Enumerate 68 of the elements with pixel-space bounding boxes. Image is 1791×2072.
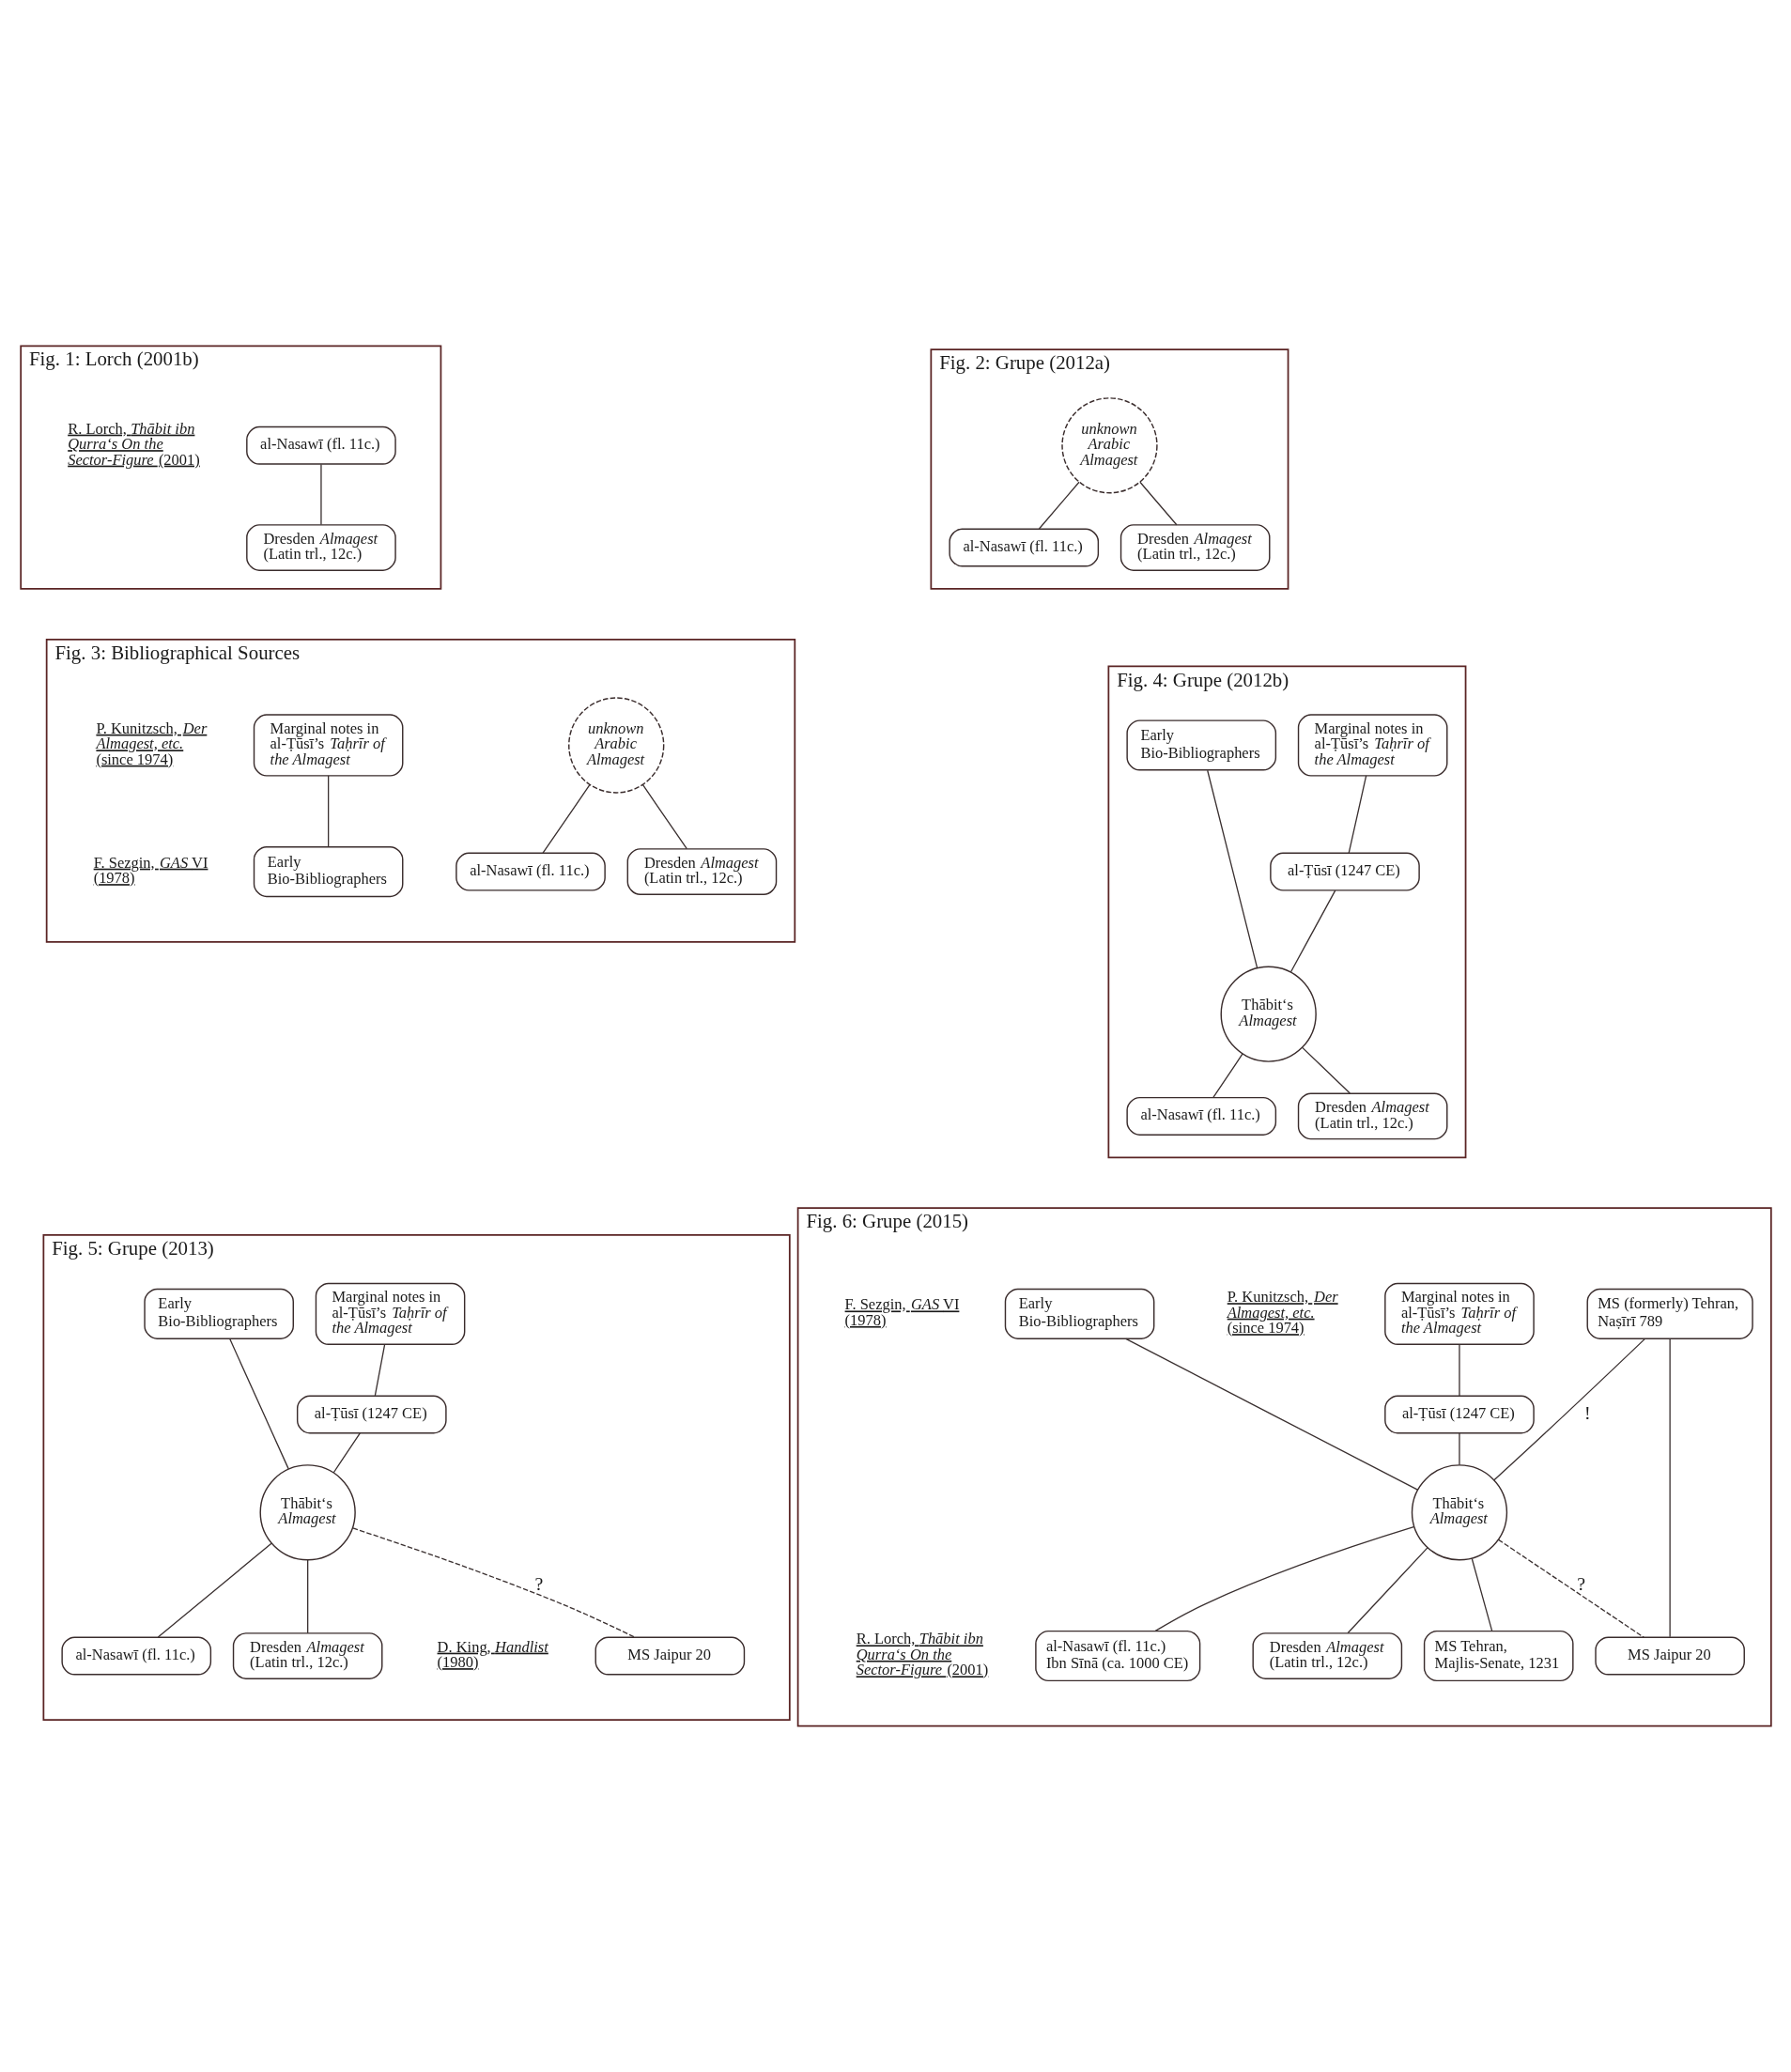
connector <box>1038 481 1080 530</box>
node-label: F. Sezgin, GAS VI (1978) <box>844 1295 959 1329</box>
node-box: MS Jaipur 20 <box>594 1636 745 1676</box>
node-label: D. King, Handlist (1980) <box>437 1637 548 1672</box>
connector <box>1458 1432 1460 1466</box>
node-box: al-Ṭūsī (1247 CE) <box>1269 852 1420 891</box>
connector <box>1206 769 1258 968</box>
node-box: Early Bio-Bibliographers <box>143 1288 294 1339</box>
node-box: al-Nasawī (fl. 11c.) <box>245 425 396 465</box>
node-box: al-Ṭūsī (1247 CE) <box>1383 1395 1535 1434</box>
connector <box>641 784 687 850</box>
node-box: al-Ṭūsī (1247 CE) <box>296 1395 447 1434</box>
connector <box>374 1343 385 1397</box>
connector <box>157 1542 272 1638</box>
connector <box>1458 1343 1460 1397</box>
node-box: Marginal notes in al-Ṭūsī’s Taḥrīr of the Almagest <box>315 1282 465 1345</box>
node-box: Early Bio-Bibliographers <box>1004 1288 1154 1339</box>
connector <box>1471 1557 1492 1632</box>
connector <box>327 775 329 848</box>
connector <box>351 1527 635 1638</box>
node-box: Dresden Almagest (Latin trl., 12c.) <box>1252 1632 1402 1679</box>
connector <box>1124 1338 1418 1491</box>
node-box: al-Nasawī (fl. 11c.) <box>455 852 606 891</box>
node-box: Dresden Almagest (Latin trl., 12c.) <box>1119 524 1270 571</box>
node-label: F. Sezgin, GAS VI (1978) <box>93 853 208 888</box>
connector <box>1668 1338 1671 1638</box>
connector <box>228 1338 289 1470</box>
connector <box>1301 1046 1351 1094</box>
node-circle: Thābit‘s Almagest <box>1411 1464 1507 1561</box>
node-box: Marginal notes in al-Ṭūsī’s Taḥrīr of the Almagest <box>253 714 403 777</box>
node-box: Early Bio-Bibliographers <box>253 846 403 898</box>
connector <box>541 784 590 854</box>
node-box: MS Jaipur 20 <box>1594 1636 1745 1676</box>
node-circle: unknown Arabic Almagest <box>567 697 664 794</box>
connector <box>306 1559 308 1634</box>
node-box: Dresden Almagest (Latin trl., 12c.) <box>1297 1092 1447 1140</box>
edge-label: ? <box>533 1573 543 1595</box>
node-box: MS Tehran, Majlis-Senate, 1231 <box>1423 1630 1574 1682</box>
connector <box>332 1432 361 1474</box>
connector <box>1348 775 1366 854</box>
edge-label: ! <box>1583 1401 1591 1423</box>
connector <box>319 463 322 526</box>
node-circle: Thābit‘s Almagest <box>259 1464 356 1561</box>
connector <box>1289 889 1336 973</box>
connector <box>1492 1338 1645 1481</box>
connector <box>1212 1053 1243 1099</box>
node-label: R. Lorch, Thābit ibn Qurra‘s On the Sector-Figure (2001) <box>67 419 200 469</box>
node-label: R. Lorch, Thābit ibn Qurra‘s On the Sector-Figure (2001) <box>856 1630 988 1679</box>
node-box: Dresden Almagest (Latin trl., 12c.) <box>232 1632 382 1679</box>
node-box: Marginal notes in al-Ṭūsī’s Taḥrīr of the Almagest <box>1383 1282 1535 1345</box>
node-box: al-Nasawī (fl. 11c.) <box>60 1636 211 1676</box>
connector <box>1497 1539 1644 1638</box>
node-box: al-Nasawī (fl. 11c.) <box>948 528 1099 567</box>
node-label: P. Kunitzsch, Der Almagest, etc. (since 1974) <box>95 719 207 768</box>
node-box: Marginal notes in al-Ṭūsī’s Taḥrīr of the Almagest <box>1297 714 1447 777</box>
connector <box>1138 481 1177 526</box>
node-box: al-Nasawī (fl. 11c.) Ibn Sīnā (ca. 1000 CE) <box>1034 1630 1200 1682</box>
node-box: al-Nasawī (fl. 11c.) <box>1125 1096 1276 1136</box>
node-box: Dresden Almagest (Latin trl., 12c.) <box>626 848 777 895</box>
node-circle: unknown Arabic Almagest <box>1060 397 1158 494</box>
node-box: MS (formerly) Tehran, Naṣīrī 789 <box>1586 1288 1753 1339</box>
edge-label: ? <box>1576 1573 1585 1595</box>
node-box: Dresden Almagest (Latin trl., 12c.) <box>245 524 396 571</box>
connector <box>1154 1526 1414 1632</box>
node-label: P. Kunitzsch, Der Almagest, etc. (since 1974) <box>1227 1288 1338 1338</box>
connector <box>1347 1547 1428 1634</box>
node-circle: Thābit‘s Almagest <box>1220 966 1317 1062</box>
node-box: Early Bio-Bibliographers <box>1125 719 1276 771</box>
